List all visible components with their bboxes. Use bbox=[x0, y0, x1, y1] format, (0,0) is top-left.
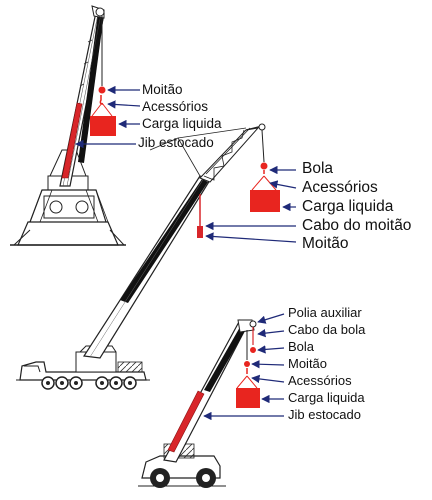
crane-1-rigging bbox=[91, 102, 113, 117]
crane-3-block-icon bbox=[244, 361, 250, 367]
crane-3-arrows bbox=[203, 313, 285, 421]
crane-1-label-net-load: Carga liquida bbox=[142, 116, 222, 131]
crane-1-jib-stowed bbox=[61, 102, 83, 179]
crane-3-label-hook-block: Moitão bbox=[288, 356, 328, 371]
crane-1-load-icon bbox=[90, 116, 116, 136]
crane-2-label-block-line: Cabo do moitão bbox=[302, 217, 412, 234]
crane-2-ball-icon bbox=[260, 162, 268, 170]
crane-2-block-line bbox=[197, 194, 203, 238]
crane-2-luffing-jib bbox=[149, 123, 266, 183]
crane-2-boom bbox=[82, 175, 211, 359]
crane-1-arrows bbox=[75, 85, 141, 149]
crane-3-ball-icon bbox=[250, 347, 256, 353]
crane-1-label-accessories: Acessórios bbox=[142, 99, 209, 114]
crane-1 bbox=[10, 5, 141, 246]
crane-3-label-ball-line: Cabo da bola bbox=[288, 322, 366, 337]
crane-1-hook-block-icon bbox=[98, 86, 106, 94]
crane-2-label-ball: Bola bbox=[302, 160, 334, 177]
crane-3-label-ball: Bola bbox=[288, 339, 315, 354]
crane-2-load-assembly bbox=[250, 129, 280, 212]
crane-2-load-icon bbox=[250, 190, 280, 212]
crane-2-carrier bbox=[16, 345, 150, 390]
crane-2-label-accessories: Acessórios bbox=[302, 179, 378, 196]
crane-2-label-hook-block: Moitão bbox=[302, 235, 349, 252]
crane-3-load-icon bbox=[236, 388, 260, 408]
crane-2-arrows bbox=[205, 165, 297, 243]
crane-2 bbox=[16, 123, 297, 390]
crane-2-label-net-load: Carga liquida bbox=[302, 198, 394, 215]
crane-1-label-hook-block: Moitão bbox=[142, 82, 183, 97]
crane-1-load-assembly bbox=[90, 16, 116, 136]
crane-3-label-accessories: Acessórios bbox=[288, 373, 352, 388]
crane-3-label-aux-sheave: Polia auxiliar bbox=[288, 305, 362, 320]
crane-1-hook-icon bbox=[99, 95, 104, 105]
crane-3-label-net-load: Carga liquida bbox=[288, 390, 365, 405]
crane-2-block-icon bbox=[197, 226, 203, 238]
crane-3 bbox=[138, 313, 285, 488]
crane-3-aux-sheave-icon bbox=[249, 320, 257, 328]
crane-3-label-stowed-jib: Jib estocado bbox=[288, 407, 361, 422]
crane-1-label-stowed-jib: Jib estocado bbox=[138, 135, 214, 150]
crane-3-jib-stowed bbox=[167, 390, 205, 453]
